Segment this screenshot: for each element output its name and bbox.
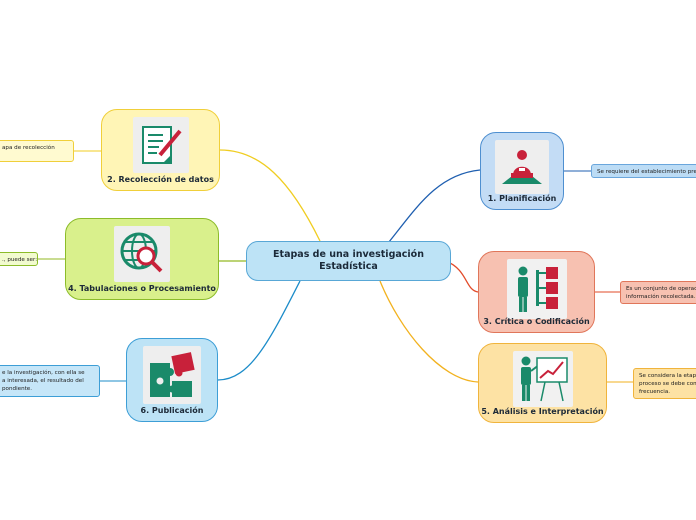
connector-analisis: [379, 280, 479, 383]
note-line: apa de recolección: [2, 145, 55, 151]
note-planificacion[interactable]: Se requiere del establecimiento previ: [591, 164, 696, 178]
note-analisis[interactable]: Se considera la etapa proceso se debe co…: [633, 368, 696, 399]
topic-label-tabulaciones: 4. Tabulaciones o Procesamiento: [68, 284, 216, 293]
note-line: pondiente.: [2, 386, 33, 393]
topic-recoleccion[interactable]: 2. Recolección de datos: [101, 109, 220, 191]
note-line: información recolectada.: [626, 294, 696, 301]
globe-search-icon: [114, 226, 170, 282]
puzzle-icon: [143, 346, 201, 404]
topic-tabulaciones[interactable]: 4. Tabulaciones o Procesamiento: [65, 218, 219, 300]
note-line: e la investigación, con ella se: [2, 370, 85, 376]
topic-analisis[interactable]: 5. Análisis e Interpretación: [478, 343, 607, 423]
note-line: frecuencia.: [639, 389, 671, 396]
document-pen-icon: [132, 117, 189, 173]
connector-recoleccion: [219, 149, 321, 242]
note-line: Se considera la etapa: [639, 373, 696, 379]
central-topic[interactable]: Etapas de una investigación Estadística: [246, 241, 451, 281]
note-line: Se requiere del establecimiento previ: [597, 169, 696, 175]
topic-label-recoleccion: 2. Recolección de datos: [107, 175, 214, 184]
connector-publicacion: [217, 280, 301, 381]
topic-planificacion[interactable]: 1. Planificación: [480, 132, 564, 210]
topic-label-planificacion: 1. Planificación: [487, 194, 557, 203]
note-line: Es un conjunto de operac: [626, 286, 696, 292]
person-org-chart-icon: [506, 259, 567, 319]
topic-publicacion[interactable]: 6. Publicación: [126, 338, 218, 422]
note-recoleccion[interactable]: apa de recolección: [0, 140, 74, 162]
note-publicacion[interactable]: e la investigación, con ella se a intere…: [0, 365, 100, 397]
topic-label-critica: 3. Crítica o Codificación: [483, 317, 590, 326]
topic-label-analisis: 5. Análisis e Interpretación: [481, 407, 604, 416]
note-line: ., puede ser:: [2, 257, 38, 263]
topic-label-publicacion: 6. Publicación: [140, 406, 204, 415]
presenter-desk-icon: [495, 140, 549, 194]
note-line: proceso se debe com: [639, 381, 696, 388]
note-critica[interactable]: Es un conjunto de operac información rec…: [620, 281, 696, 304]
note-line: a interesada, el resultado del: [2, 378, 84, 385]
note-tabulaciones[interactable]: ., puede ser:: [0, 252, 38, 266]
person-growth-chart-icon: [512, 351, 573, 407]
topic-critica[interactable]: 3. Crítica o Codificación: [478, 251, 595, 333]
central-topic-title: Etapas de una investigación Estadística: [273, 248, 424, 272]
